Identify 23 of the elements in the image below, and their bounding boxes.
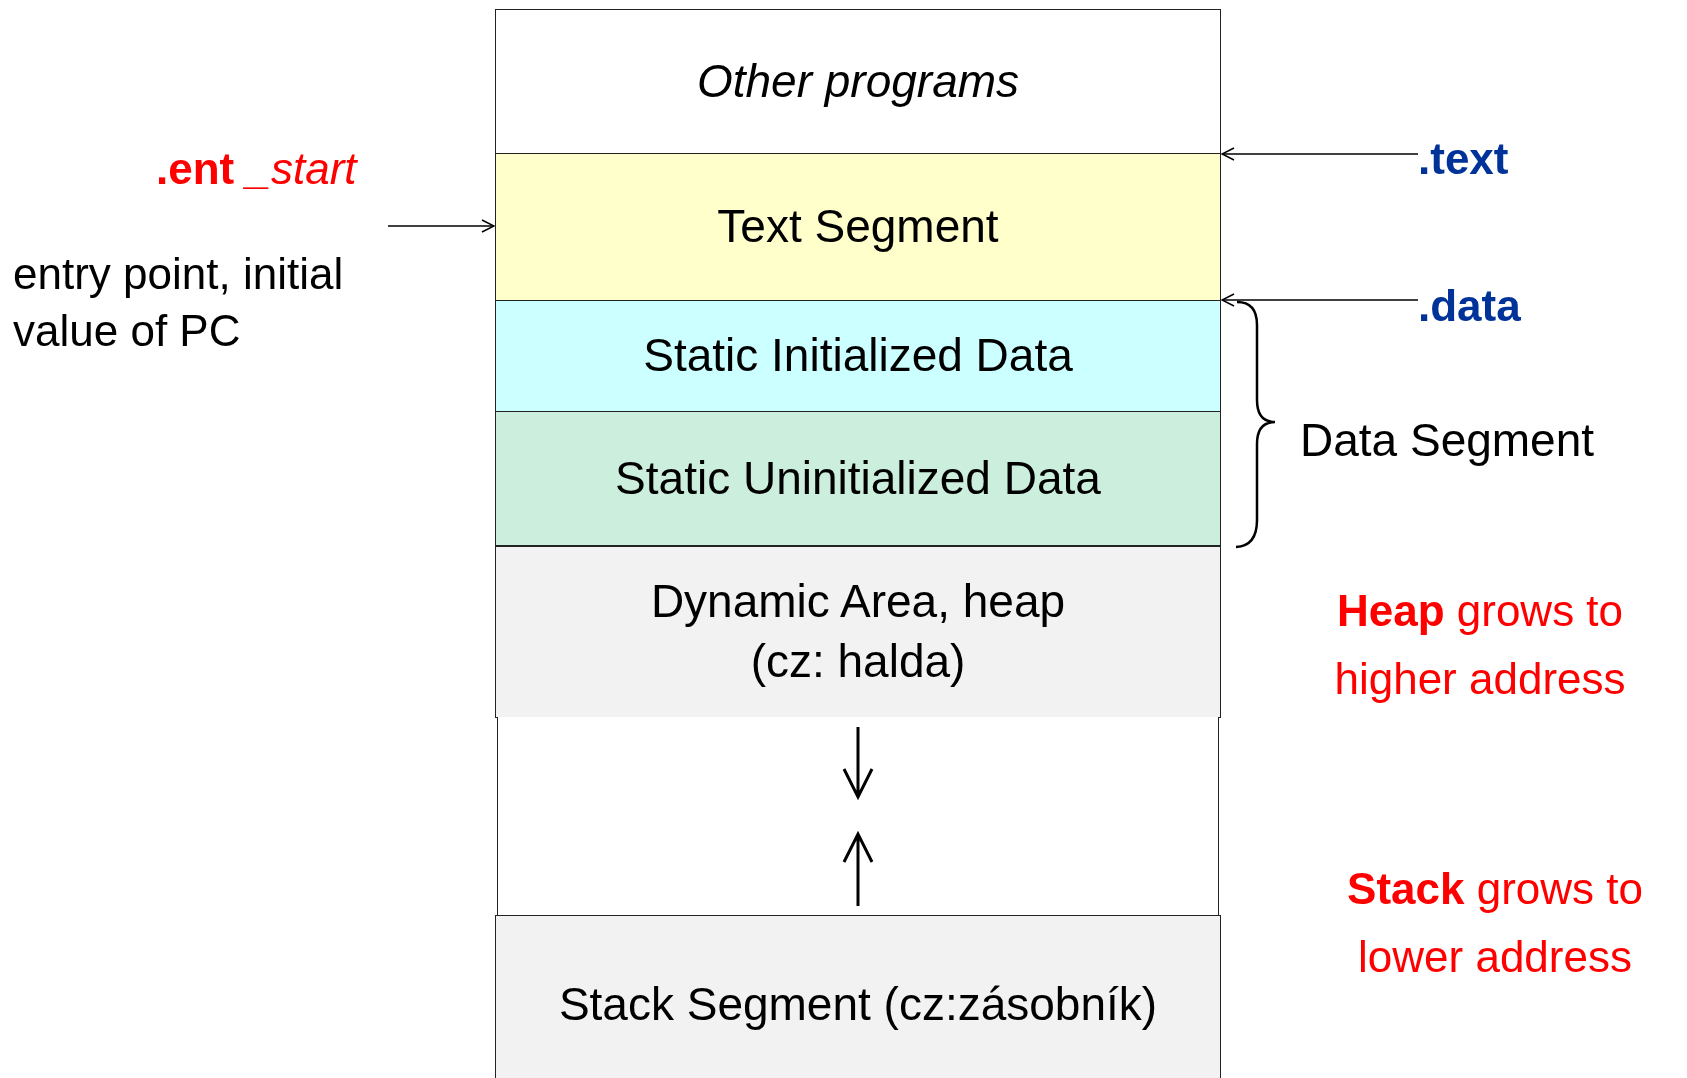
growth-note: Stack grows to lower address [1346,863,1644,984]
segment-label: Stack Segment (cz:zásobník) [558,977,1158,1033]
bracket-label: Data Segment [1300,413,1596,468]
segment-label: Text Segment [717,199,999,255]
memory-segment [495,546,1221,718]
directive-label: .ent _start [156,143,357,195]
memory-segment [495,411,1221,546]
segment-label: Static Initialized Data [643,328,1073,384]
memory-segment [495,9,1221,154]
arrow [1221,147,1419,161]
arrow [387,219,495,233]
section-directive-label: .data [1418,280,1521,332]
segment-label: Other programs [696,53,1020,109]
segment-label: Static Uninitialized Data [615,450,1101,506]
segment-label: Dynamic Area, heap (cz: halda) [649,574,1067,689]
memory-segment [495,300,1221,412]
section-directive-label: .text [1418,133,1509,185]
memory-segment [495,153,1221,301]
arrow [1221,293,1419,307]
entry-point-text: entry point, initial value of PC [13,248,345,358]
memory-segment [495,915,1221,1078]
growth-note: Heap grows to higher address [1333,585,1627,706]
free-memory-area [497,717,1219,916]
